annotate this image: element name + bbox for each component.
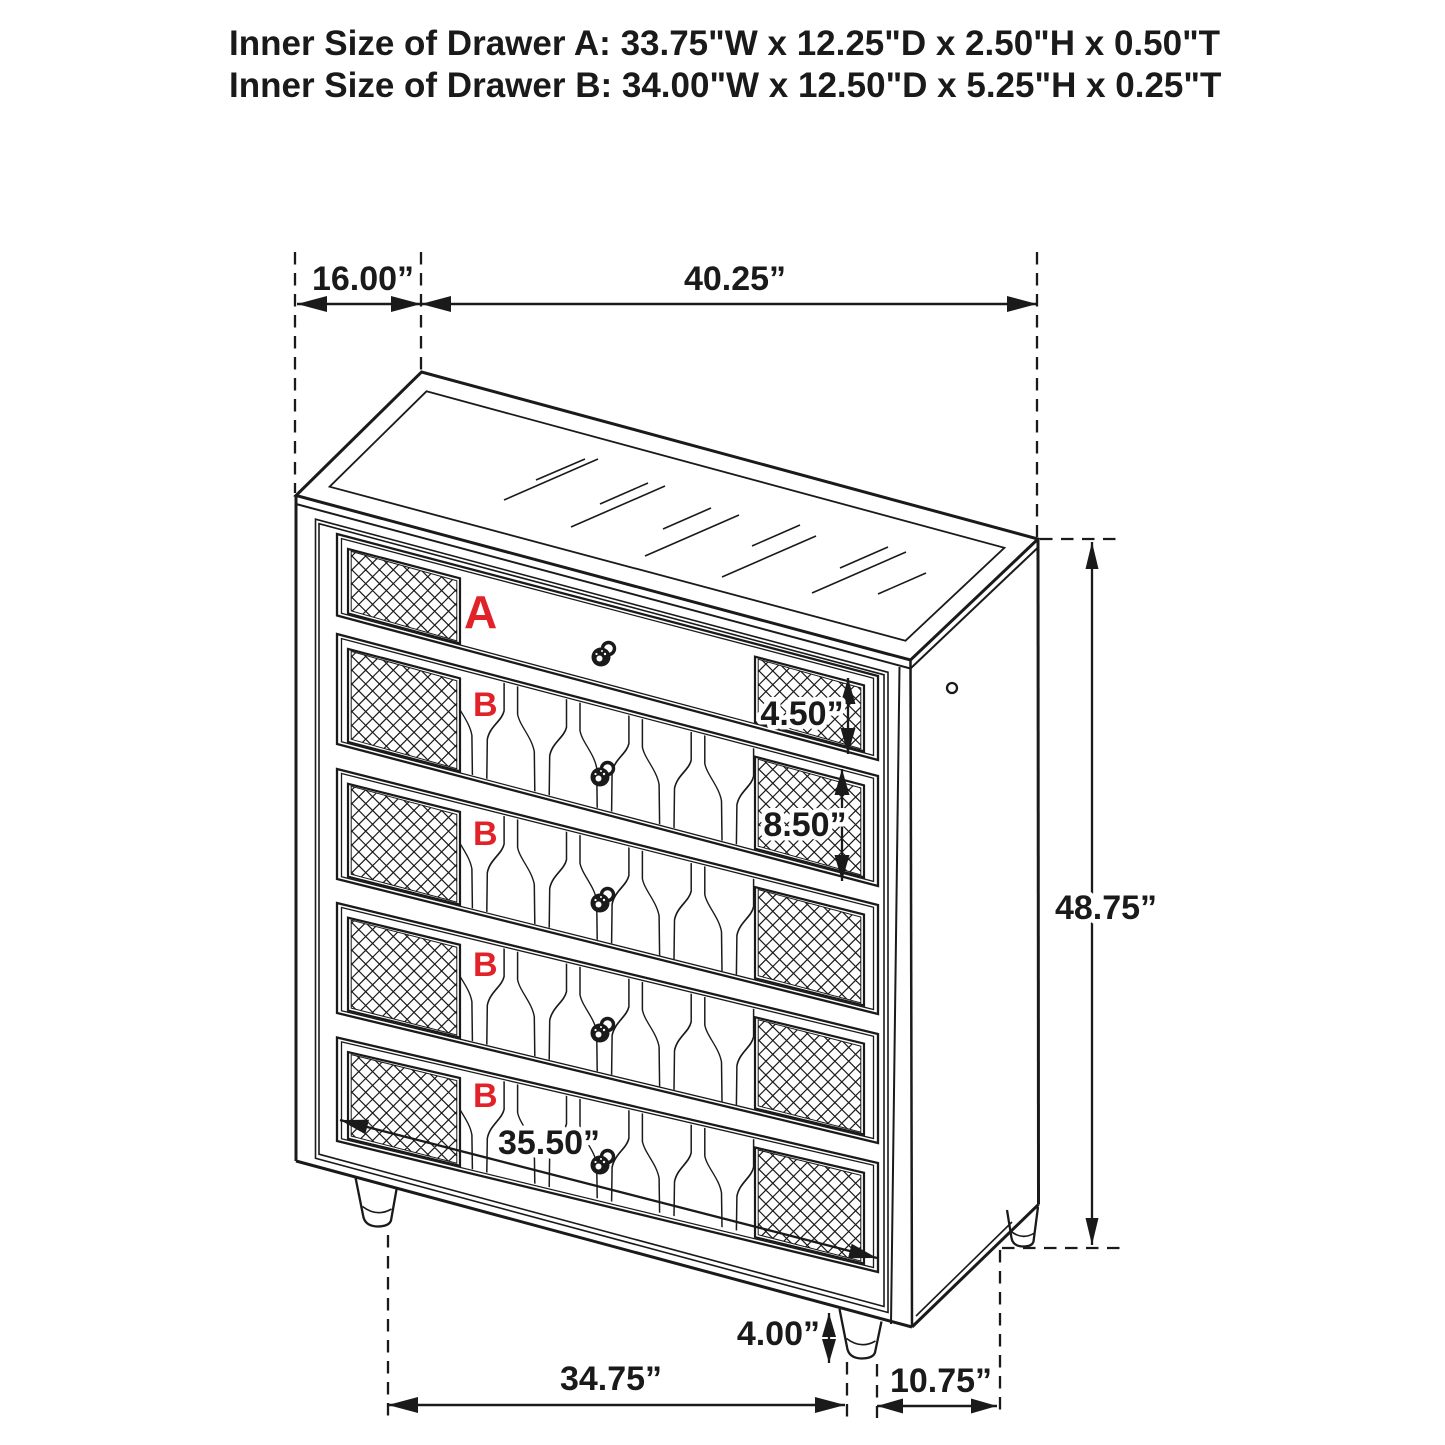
svg-text:34.75”: 34.75” — [560, 1360, 662, 1398]
svg-text:35.50”: 35.50” — [498, 1124, 600, 1162]
svg-text:Inner Size of Drawer B: 34.00": Inner Size of Drawer B: 34.00"W x 12.50"… — [229, 66, 1221, 105]
svg-text:8.50”: 8.50” — [763, 806, 846, 844]
svg-text:A: A — [464, 586, 497, 638]
svg-text:48.75”: 48.75” — [1055, 889, 1157, 927]
svg-text:4.50”: 4.50” — [760, 695, 843, 733]
svg-text:4.00”: 4.00” — [737, 1315, 820, 1353]
svg-text:B: B — [473, 815, 498, 853]
svg-text:B: B — [473, 1077, 498, 1115]
svg-text:16.00”: 16.00” — [312, 260, 414, 298]
svg-text:Inner Size of Drawer A: 33.75": Inner Size of Drawer A: 33.75"W x 12.25"… — [229, 24, 1220, 63]
svg-text:B: B — [473, 946, 498, 984]
svg-text:40.25”: 40.25” — [684, 260, 786, 298]
svg-text:B: B — [473, 686, 498, 724]
svg-text:10.75”: 10.75” — [890, 1362, 992, 1400]
